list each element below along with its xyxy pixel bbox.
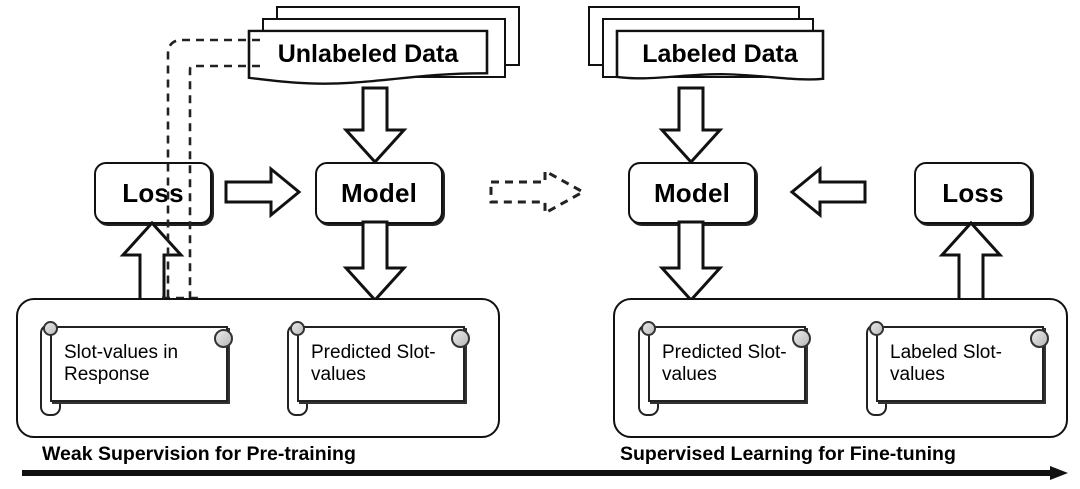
model-label-left: Model xyxy=(340,177,418,208)
model-box-left[interactable]: Model xyxy=(315,162,443,224)
labeled-data-stack: Labeled Data xyxy=(588,6,825,86)
scroll-knob-right xyxy=(1030,329,1049,348)
arrow-model-to-output-left xyxy=(342,220,408,303)
scroll-knob-left xyxy=(641,321,656,336)
model-box-right[interactable]: Model xyxy=(628,162,756,224)
scroll-knob-right xyxy=(792,329,811,348)
unlabeled-data-label: Unlabeled Data xyxy=(277,39,459,68)
loss-box-left[interactable]: Loss xyxy=(94,162,212,224)
labeled-data-label: Labeled Data xyxy=(642,39,798,68)
loss-label-right: Loss xyxy=(942,177,1004,208)
scroll-text: Predicted Slot-values xyxy=(311,341,436,385)
scroll-predicted-slot-values-left[interactable]: Predicted Slot-values xyxy=(283,318,470,416)
caption-finetuning: Supervised Learning for Fine-tuning xyxy=(620,443,956,465)
loss-label-left: Loss xyxy=(122,177,184,208)
arrow-loss-to-model-left xyxy=(224,165,302,219)
scroll-sheet: Slot-values in Response xyxy=(50,326,233,402)
timeline-arrow xyxy=(22,466,1068,480)
arrow-transfer-dashed xyxy=(489,168,587,216)
arrow-model-to-output-right xyxy=(658,220,724,303)
scroll-knob-left xyxy=(869,321,884,336)
scroll-predicted-slot-values-right[interactable]: Predicted Slot-values xyxy=(634,318,811,416)
scroll-knob-left xyxy=(43,321,58,336)
scroll-text: Predicted Slot-values xyxy=(662,341,787,385)
arrow-unlabeled-to-model xyxy=(342,86,408,165)
scroll-knob-left xyxy=(290,321,305,336)
scroll-sheet: Predicted Slot-values xyxy=(297,326,470,402)
arrow-feedback-dashed xyxy=(159,38,260,328)
scroll-knob-right xyxy=(451,329,470,348)
loss-box-right[interactable]: Loss xyxy=(914,162,1032,224)
arrow-loss-to-model-right xyxy=(789,165,867,219)
scroll-text: Slot-values in Response xyxy=(64,341,179,385)
model-label-right: Model xyxy=(653,177,731,208)
arrow-output-to-loss-right xyxy=(938,220,1004,302)
doc-sheet-front-r xyxy=(615,29,825,81)
scroll-sheet: Predicted Slot-values xyxy=(648,326,811,402)
scroll-text: Labeled Slot-values xyxy=(890,341,1002,385)
scroll-sheet: Labeled Slot-values xyxy=(876,326,1049,402)
doc-sheet-front xyxy=(247,29,489,85)
unlabeled-data-stack: Unlabeled Data xyxy=(247,6,520,86)
arrow-labeled-to-model xyxy=(658,86,724,165)
scroll-knob-right xyxy=(214,329,233,348)
caption-pretraining: Weak Supervision for Pre-training xyxy=(42,443,356,465)
arrow-output-to-loss-left xyxy=(119,220,185,302)
scroll-labeled-slot-values[interactable]: Labeled Slot-values xyxy=(862,318,1049,416)
scroll-slot-values-in-response[interactable]: Slot-values in Response xyxy=(36,318,233,416)
